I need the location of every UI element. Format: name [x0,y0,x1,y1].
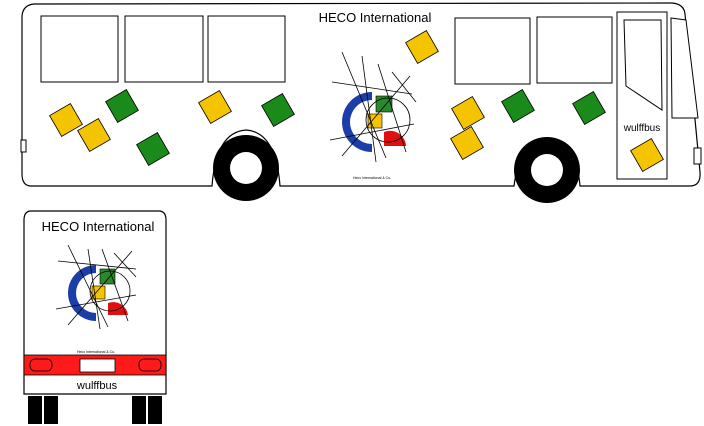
side-rear-wheel [213,135,279,201]
rear-wheel-right-inner [132,396,146,424]
bus-side-view: wulffbus HECO International [20,2,702,203]
yellow-square [405,30,439,64]
logo-yellow-square [367,113,383,129]
green-square [501,89,535,123]
rear-wheel-left-inner [44,396,58,424]
yellow-square [77,118,111,152]
yellow-square [198,90,232,124]
door-brand-text: wulffbus [623,123,661,134]
side-decor-squares [49,30,664,172]
yellow-square [451,96,485,130]
heco-logo-mark [329,51,417,163]
side-heco-logo: Heco International & Co. [329,51,417,180]
license-plate [79,358,116,373]
rear-wheel-right-outer [148,396,162,424]
yellow-square [450,126,484,160]
side-window-4 [454,17,531,85]
rear-light-right [138,358,162,372]
rear-lamp [693,147,702,165]
yellow-square [630,138,664,172]
windshield [670,17,699,119]
rear-logo-caption: Heco International & Co. [77,350,115,354]
green-square [136,132,170,166]
bus-rear-view: HECO International Heco I [23,210,167,424]
side-window-3 [207,15,286,83]
heco-logo-mark [55,244,137,330]
logo-blue-crescent [342,92,372,152]
side-window-2 [124,15,204,83]
side-window-1 [40,15,119,83]
rear-heco-logo: Heco International & Co. [55,244,137,354]
door-window [623,19,663,111]
side-logo-caption: Heco International & Co. [353,176,391,180]
yellow-square [49,103,83,137]
green-square [105,89,139,123]
rear-brand-text: HECO International [42,219,155,234]
front-lamp [20,139,27,153]
side-window-5 [536,16,613,84]
green-square [261,93,295,127]
side-brand-text: HECO International [319,10,432,25]
logo-blue-crescent [68,265,96,321]
green-square [572,91,606,125]
rear-bumper-text: wulffbus [76,380,118,392]
rear-light-left [29,358,53,372]
side-front-wheel [514,137,580,203]
logo-green-square [99,268,116,285]
logo-green-square [375,95,393,113]
logo-red-half [108,302,128,315]
rear-wheel-left-outer [28,396,42,424]
